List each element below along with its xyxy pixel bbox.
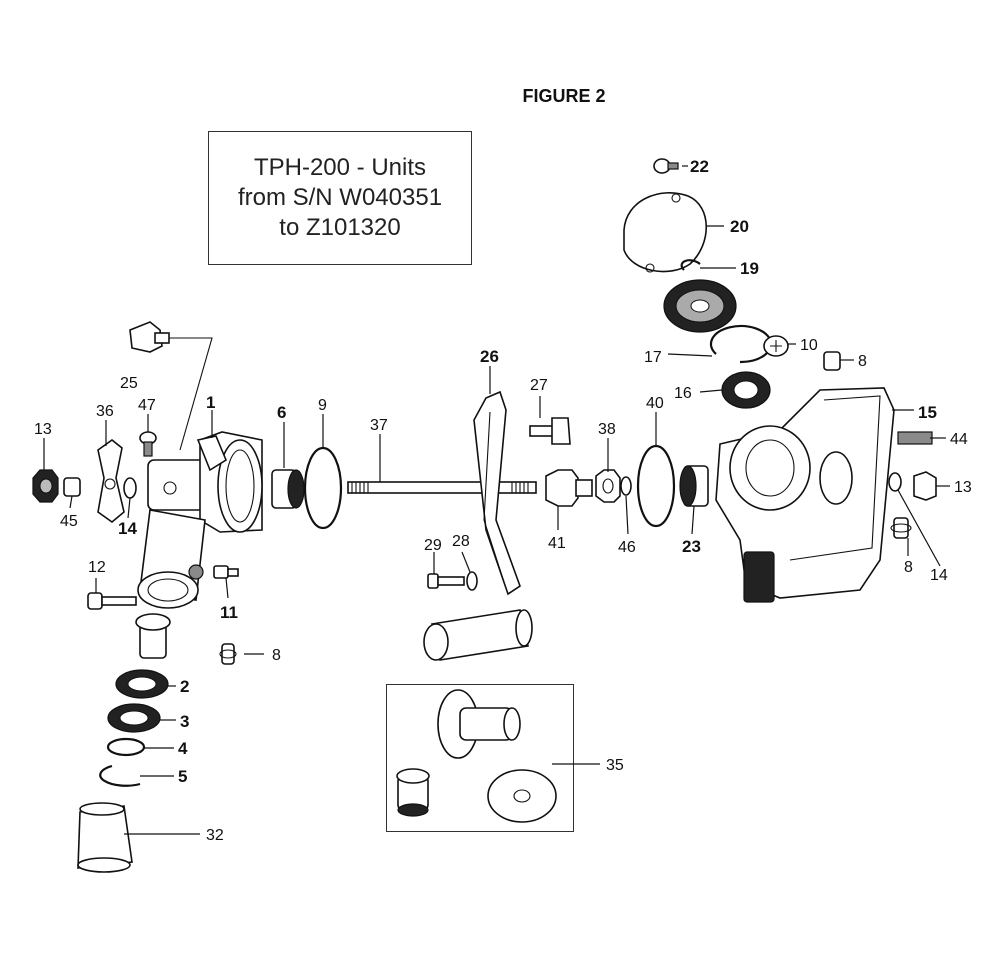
part-15-gearbox-housing — [715, 387, 895, 603]
part-seal-disc — [663, 279, 737, 333]
callout-45: 45 — [60, 513, 78, 530]
callout-27: 27 — [530, 377, 548, 394]
callout-38: 38 — [598, 421, 616, 438]
part-17-snap-ring — [709, 324, 773, 364]
part-5-snap-ring — [99, 764, 141, 787]
callout-4: 4 — [178, 739, 188, 758]
part-spindle — [135, 613, 171, 659]
callout-14-right: 14 — [930, 567, 948, 584]
callout-15: 15 — [918, 403, 937, 422]
callout-1: 1 — [206, 393, 215, 412]
part-27-carriage-bolt — [529, 417, 571, 445]
part-19-clip — [680, 259, 701, 271]
figure-title: FIGURE 2 — [522, 86, 606, 106]
callout-22: 22 — [690, 157, 709, 176]
part-20-cover-plate — [623, 192, 708, 273]
callout-23: 23 — [682, 537, 701, 556]
callout-46: 46 — [618, 539, 636, 556]
part-8-top-grease-fitting — [823, 351, 841, 371]
callout-8-right: 8 — [904, 559, 913, 576]
callout-17: 17 — [644, 349, 662, 366]
part-10-plug — [763, 335, 789, 357]
part-3-bearing — [107, 703, 161, 733]
part-14-left-washer — [123, 477, 137, 499]
part-28-washer — [466, 571, 478, 591]
callout-12: 12 — [88, 559, 106, 576]
callout-35: 35 — [606, 757, 624, 774]
part-25-wing-screw — [129, 321, 213, 451]
part-1-housing — [137, 431, 263, 609]
callout-44: 44 — [950, 431, 968, 448]
callout-3: 3 — [180, 712, 189, 731]
part-12-bolt — [87, 592, 137, 610]
callout-28: 28 — [452, 533, 470, 550]
model-line: TPH-200 - Units — [253, 154, 427, 181]
part-8-right-grease-fitting — [890, 517, 912, 539]
callout-36: 36 — [96, 403, 114, 420]
part-8-left-grease-fitting — [219, 643, 237, 665]
callout-6: 6 — [277, 403, 286, 422]
callout-8-top: 8 — [858, 353, 867, 370]
part-6-bearing — [271, 469, 305, 509]
callout-20: 20 — [730, 217, 749, 236]
callout-10: 10 — [800, 337, 818, 354]
part-4-ring — [106, 737, 146, 757]
callout-37: 37 — [370, 417, 388, 434]
callout-9: 9 — [318, 397, 327, 414]
part-13-right-cap-nut — [913, 471, 937, 501]
part-35-kit-contents — [396, 689, 557, 823]
serial-from-line: from S/N W040351 — [237, 184, 443, 211]
part-41-nut — [545, 469, 593, 507]
part-2-bearing — [115, 669, 169, 699]
callout-47: 47 — [138, 397, 156, 414]
part-32-sleeve — [77, 802, 133, 873]
part-26-handle-arm — [473, 390, 521, 596]
model-serial-box: TPH-200 - Units from S/N W040351 to Z101… — [208, 131, 472, 265]
callout-13-right: 13 — [954, 479, 972, 496]
callout-14-left: 14 — [118, 519, 137, 538]
callout-11: 11 — [220, 603, 238, 622]
handle-grip — [423, 609, 533, 661]
part-14-right-washer — [888, 472, 902, 492]
serial-to-line: to Z101320 — [279, 214, 401, 241]
part-29-pin — [427, 573, 465, 589]
part-16-bearing — [721, 371, 771, 409]
callout-8-left: 8 — [272, 647, 281, 664]
part-9-o-ring — [303, 446, 343, 530]
part-44-key — [897, 431, 933, 445]
callout-5: 5 — [178, 767, 187, 786]
callout-29: 29 — [424, 537, 442, 554]
part-22-screw — [653, 158, 679, 174]
part-23-bearing — [679, 465, 709, 507]
callout-2: 2 — [180, 677, 189, 696]
callout-25: 25 — [120, 375, 138, 392]
part-37-threaded-rod — [347, 481, 537, 494]
part-11-bolt — [213, 565, 239, 579]
part-40-o-ring — [636, 444, 676, 528]
leader-lines — [43, 165, 950, 835]
part-13-left-cap-nut — [32, 469, 59, 503]
part-36-wing-knob — [97, 438, 125, 524]
callout-16: 16 — [674, 385, 692, 402]
callout-41: 41 — [548, 535, 566, 552]
callout-13-left: 13 — [34, 421, 52, 438]
kit-35-inset-box — [386, 684, 574, 832]
part-45-nut — [63, 477, 81, 497]
part-47-screw — [139, 431, 157, 457]
callout-19: 19 — [740, 259, 759, 278]
part-46-washer — [620, 476, 632, 496]
callout-32: 32 — [206, 827, 224, 844]
callout-26: 26 — [480, 347, 499, 366]
callout-40: 40 — [646, 395, 664, 412]
part-38-hex-nut — [595, 469, 621, 503]
